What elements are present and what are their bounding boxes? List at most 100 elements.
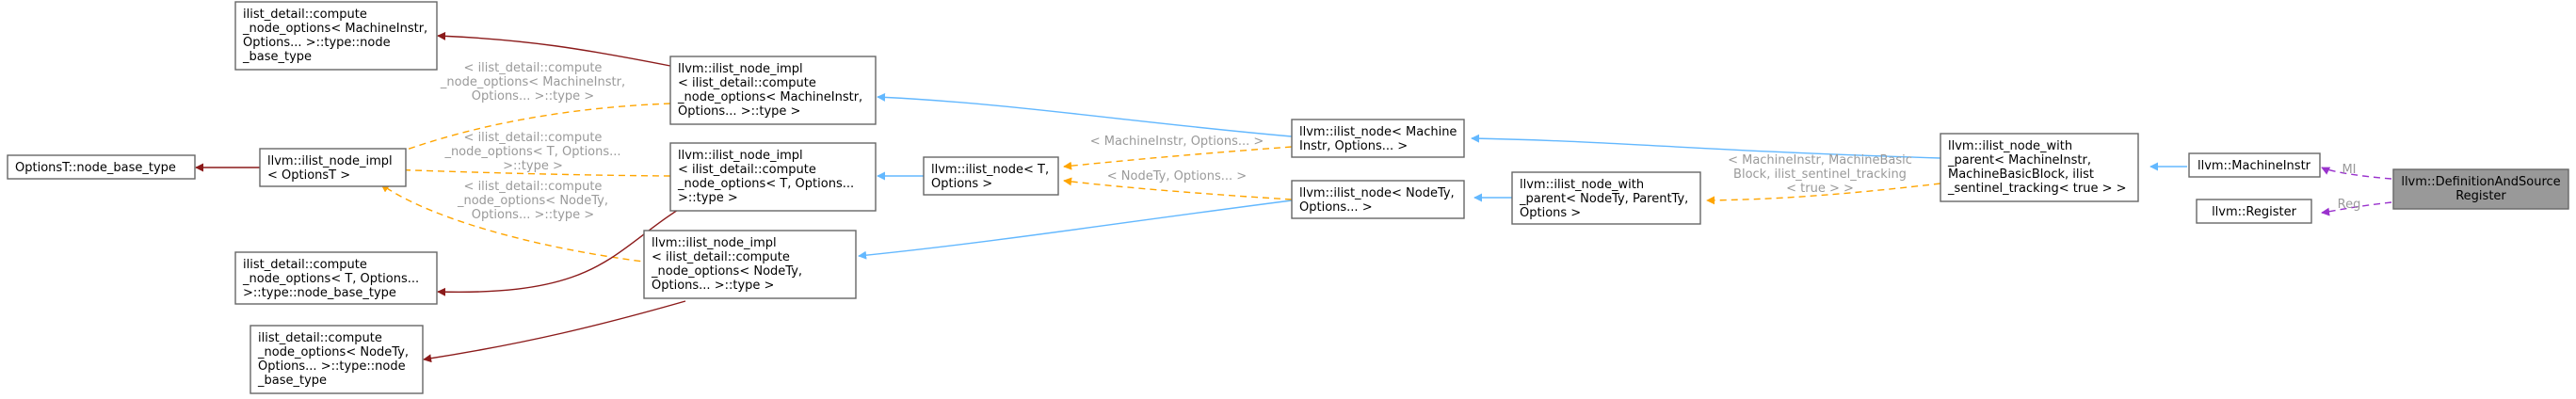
text-line: MachineBasicBlock, ilist <box>1948 168 2094 182</box>
text-line: Options... >::type > <box>652 279 774 293</box>
text-line: _base_type <box>242 50 312 64</box>
edge-label-impl-mi-to-generic: < ilist_detail::compute_node_options< Ma… <box>440 61 625 104</box>
node-register[interactable]: llvm::Register <box>2196 199 2312 224</box>
edge-label-impl-mi-to-generic-line: < ilist_detail::compute <box>464 61 603 75</box>
text-line: llvm::Register <box>2212 205 2297 219</box>
node-ilist-node-with-parent-mi[interactable]: llvm::ilist_node_with_parent< MachineIns… <box>1940 133 2139 202</box>
svg-text:llvm::ilist_node_with_parent<: llvm::ilist_node_with_parent< MachineIns… <box>1947 139 2127 196</box>
edge-label-impl-mi-to-generic-line: _node_options< MachineInstr, <box>440 75 625 89</box>
text-line: _parent< MachineInstr, <box>1947 153 2091 168</box>
edge-label-with-parent-mi-line: < MachineInstr, MachineBasic <box>1728 153 1912 168</box>
edge-label-impl-t-to-generic-line: _node_options< T, Options... <box>443 145 620 159</box>
edge-label-impl-nodety-to-generic: < ilist_detail::compute_node_options< No… <box>457 180 608 222</box>
node-node-base-type-t[interactable]: ilist_detail::compute_node_options< T, O… <box>234 251 438 305</box>
edge-generic-to-impl-nodety <box>380 184 686 267</box>
svg-text:llvm::ilist_node< NodeTy,Optio: llvm::ilist_node< NodeTy,Options... > <box>1299 186 1455 215</box>
node-machine-instr[interactable]: llvm::MachineInstr <box>2188 152 2321 178</box>
text-line: _node_options< NodeTy, <box>257 345 409 359</box>
svg-text:llvm::ilist_node_impl< ilist_d: llvm::ilist_node_impl< ilist_detail::com… <box>677 149 854 205</box>
text-line: Register <box>2455 189 2506 203</box>
edge-label-impl-t-to-generic-line: < ilist_detail::compute <box>464 131 603 145</box>
text-line: ilist_detail::compute <box>243 258 367 272</box>
edge-node-base-mi-to-impl-mi <box>437 31 671 67</box>
text-line: llvm::ilist_node< NodeTy, <box>1299 186 1455 200</box>
edge-impl-nodety-to-nodety <box>858 200 1293 260</box>
text-line: llvm::ilist_node_impl <box>678 62 803 76</box>
edge-node-base-t-to-impl-t <box>437 197 700 296</box>
text-line: Options... > <box>1299 200 1373 215</box>
svg-text:llvm::ilist_node_impl< ilist_d: llvm::ilist_node_impl< ilist_detail::com… <box>677 62 862 119</box>
edge-ilist-node-t-to-ilist-node-mi <box>1063 146 1293 170</box>
node-node-base-type-mi[interactable]: ilist_detail::compute_node_options< Mach… <box>234 1 438 71</box>
text-line: < ilist_detail::compute <box>678 163 816 177</box>
node-ilist-node-nodety[interactable]: llvm::ilist_node< NodeTy,Options... > <box>1291 180 1465 219</box>
edge-label-mi: MI <box>2342 163 2356 177</box>
edge-node-base-nodety-to-impl-nodety <box>423 300 686 363</box>
edge-label-ilist-node-mi-to-t-line: < MachineInstr, Options... > <box>1090 135 1264 149</box>
text-line: Instr, Options... > <box>1299 139 1408 153</box>
text-line: _node_options< NodeTy, <box>651 264 802 279</box>
edge-label-ilist-node-nodety-to-t: < NodeTy, Options... > <box>1107 169 1247 184</box>
text-line: llvm::ilist_node< T, <box>931 163 1049 177</box>
node-ilist-node-with-parent-tmpl[interactable]: llvm::ilist_node_with_parent< NodeTy, Pa… <box>1511 171 1701 225</box>
node-ilist-node-t[interactable]: llvm::ilist_node< T,Options > <box>923 156 1059 196</box>
text-line: llvm::MachineInstr <box>2198 159 2311 173</box>
edge-label-impl-nodety-to-generic-line: Options... >::type > <box>472 208 594 222</box>
text-line: llvm::DefinitionAndSource <box>2401 175 2560 189</box>
text-line: _base_type <box>257 374 327 388</box>
svg-text:llvm::Register: llvm::Register <box>2212 205 2297 219</box>
svg-text:llvm::ilist_node< T,Options >: llvm::ilist_node< T,Options > <box>931 163 1049 191</box>
text-line: >::type > <box>678 191 738 205</box>
node-node-base-type-nodety[interactable]: ilist_detail::compute_node_options< Node… <box>250 325 424 394</box>
edge-label-with-parent-mi-line: < true > > <box>1786 182 1854 196</box>
svg-text:llvm::MachineInstr: llvm::MachineInstr <box>2198 159 2311 173</box>
text-line: llvm::ilist_node_with <box>1948 139 2072 153</box>
edge-label-impl-nodety-to-generic-line: _node_options< NodeTy, <box>457 194 608 208</box>
text-line: Options > <box>1520 206 1581 220</box>
edge-label-with-parent-mi-line: Block, ilist_sentinel_tracking <box>1733 168 1907 182</box>
text-line: llvm::ilist_node_impl <box>678 149 803 163</box>
text-line: ilist_detail::compute <box>258 331 382 345</box>
svg-text:llvm::ilist_node_impl< ilist_d: llvm::ilist_node_impl< ilist_detail::com… <box>651 236 802 293</box>
text-line: llvm::ilist_node< Machine <box>1299 125 1457 139</box>
text-line: OptionsT::node_base_type <box>15 161 176 175</box>
node-ilist-node-impl-generic[interactable]: llvm::ilist_node_impl< OptionsT > <box>259 148 407 187</box>
text-line: Options... >::type::node <box>243 36 391 50</box>
node-ilist-node-impl-mi[interactable]: llvm::ilist_node_impl< ilist_detail::com… <box>669 56 877 125</box>
node-ilist-node-impl-nodety[interactable]: llvm::ilist_node_impl< ilist_detail::com… <box>643 230 857 299</box>
edge-label-ilist-node-nodety-to-t-line: < NodeTy, Options... > <box>1107 169 1247 184</box>
node-options-node-base-type[interactable]: OptionsT::node_base_type <box>7 154 196 180</box>
edge-label-ilist-node-mi-to-t: < MachineInstr, Options... > <box>1090 135 1264 149</box>
svg-text:llvm::ilist_node_with_parent<: llvm::ilist_node_with_parent< NodeTy, Pa… <box>1519 178 1688 220</box>
text-line: _node_options< MachineInstr, <box>677 90 862 104</box>
text-line: < ilist_detail::compute <box>652 250 790 264</box>
text-line: < ilist_detail::compute <box>678 76 816 90</box>
edge-ilist-node-mi-to-with-parent <box>1471 134 1941 159</box>
text-line: llvm::ilist_node_with <box>1520 178 1644 192</box>
edge-reg <box>2321 201 2392 216</box>
text-line: llvm::ilist_node_impl <box>267 154 393 168</box>
node-ilist-node-impl-t[interactable]: llvm::ilist_node_impl< ilist_detail::com… <box>669 142 877 212</box>
svg-text:llvm::ilist_node_impl< Options: llvm::ilist_node_impl< OptionsT > <box>267 154 393 183</box>
text-line: ilist_detail::compute <box>243 8 367 22</box>
edge-impl-mi-to-ilist-node-mi <box>877 92 1293 137</box>
svg-text:ilist_detail::compute_node_opt: ilist_detail::compute_node_options< T, O… <box>242 258 419 300</box>
edge-label-reg: Reg <box>2338 198 2361 212</box>
edge-with-parent-tmpl-to-with-parent-mi <box>1706 183 1941 205</box>
edge-ilist-node-t-to-nodety <box>1063 177 1293 200</box>
text-line: >::type::node_base_type <box>243 286 396 300</box>
text-line: _sentinel_tracking< true > > <box>1947 182 2127 196</box>
svg-text:ilist_detail::compute_node_opt: ilist_detail::compute_node_options< Mach… <box>242 8 427 64</box>
edge-generic-to-impl-t <box>385 165 671 177</box>
text-line: Options... >::type > <box>678 104 800 119</box>
svg-text:OptionsT::node_base_type: OptionsT::node_base_type <box>15 161 176 175</box>
text-line: llvm::ilist_node_impl <box>652 236 777 250</box>
edge-label-impl-t-to-generic-line: >::type > <box>503 159 563 173</box>
svg-text:llvm::ilist_node< MachineInstr: llvm::ilist_node< MachineInstr, Options.… <box>1299 125 1457 153</box>
edge-label-impl-nodety-to-generic-line: < ilist_detail::compute <box>464 180 603 194</box>
